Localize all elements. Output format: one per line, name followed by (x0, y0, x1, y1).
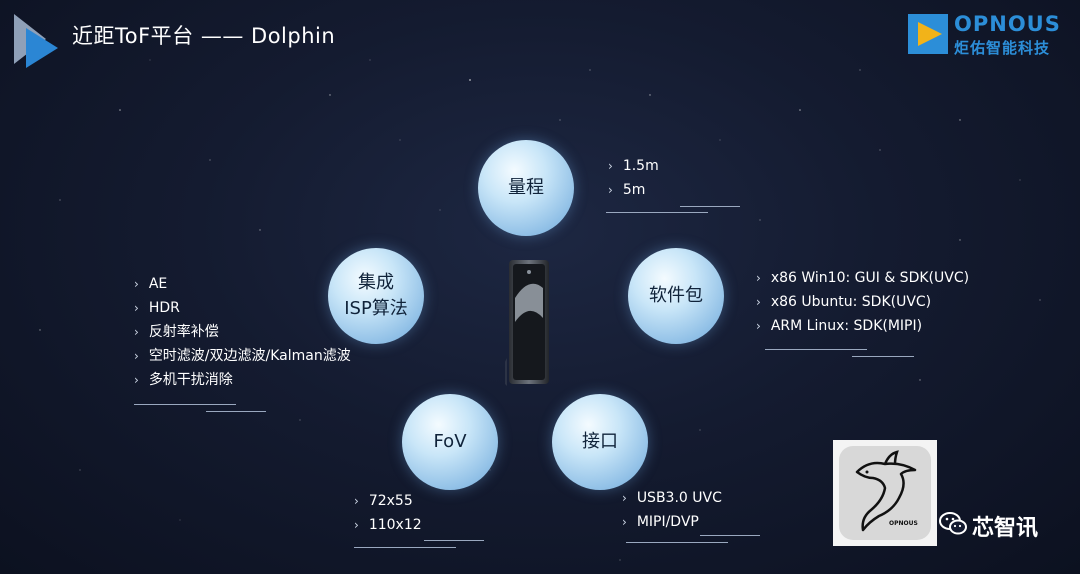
wechat-icon (939, 512, 967, 535)
watermark-text: 芯智讯 (972, 516, 1039, 541)
list-item: ›110x12 (354, 517, 422, 533)
list-item: ›x86 Win10: GUI & SDK(UVC) (756, 270, 970, 286)
dolphin-icon (855, 450, 917, 532)
divider-line (765, 349, 867, 350)
feature-bubble-software: 软件包 (628, 248, 724, 344)
chevron-right-icon: › (622, 491, 627, 505)
chevron-right-icon: › (608, 183, 613, 197)
play-triangle-logo-icon (14, 14, 58, 68)
chevron-right-icon: › (756, 295, 761, 309)
divider-line (700, 535, 760, 536)
divider-line (852, 356, 914, 357)
brand-name-cn: 炬佑智能科技 (954, 39, 1051, 57)
list-item: ›多机干扰消除 (134, 372, 233, 388)
page-title: 近距ToF平台 —— Dolphin (72, 24, 336, 48)
chevron-right-icon: › (354, 518, 359, 532)
chevron-right-icon: › (134, 349, 139, 363)
feature-label: 接口 (582, 431, 618, 452)
list-item: ›HDR (134, 300, 180, 316)
chevron-right-icon: › (134, 277, 139, 291)
feature-bubble-isp: 集成 ISP算法 (328, 248, 424, 344)
brand-logo: OPNOUS 炬佑智能科技 (908, 12, 1068, 57)
divider-line (626, 542, 728, 543)
feature-label: 量程 (508, 177, 544, 198)
list-item: ›空时滤波/双边滤波/Kalman滤波 (134, 348, 351, 364)
list-item: ›1.5m (608, 158, 659, 174)
list-item: ›72x55 (354, 493, 413, 509)
list-item: ›ARM Linux: SDK(MIPI) (756, 318, 923, 334)
brand-mark-icon (908, 14, 948, 54)
feature-label-line2: ISP算法 (344, 298, 408, 319)
divider-line (606, 212, 708, 213)
feature-bubble-interface: 接口 (552, 394, 648, 490)
list-item: ›x86 Ubuntu: SDK(UVC) (756, 294, 932, 310)
chevron-right-icon: › (354, 494, 359, 508)
feature-list-software: ›x86 Win10: GUI & SDK(UVC) ›x86 Ubuntu: … (756, 266, 969, 338)
list-item: ›USB3.0 UVC (622, 490, 722, 506)
list-item: ›AE (134, 276, 168, 292)
divider-line (424, 540, 484, 541)
chevron-right-icon: › (622, 515, 627, 529)
dolphin-logo-card: OPNOUS (833, 440, 937, 546)
feature-list-isp: ›AE ›HDR ›反射率补偿 ›空时滤波/双边滤波/Kalman滤波 ›多机干… (134, 272, 351, 392)
chevron-right-icon: › (134, 325, 139, 339)
list-item: ›反射率补偿 (134, 324, 219, 340)
divider-line (354, 547, 456, 548)
tof-device-image (505, 260, 549, 386)
feature-bubble-range: 量程 (478, 140, 574, 236)
feature-label: FoV (433, 431, 467, 452)
feature-list-fov: ›72x55 ›110x12 (354, 489, 422, 537)
divider-line (134, 404, 236, 405)
feature-list-interface: ›USB3.0 UVC ›MIPI/DVP (622, 486, 722, 534)
chevron-right-icon: › (608, 159, 613, 173)
chevron-right-icon: › (756, 319, 761, 333)
list-item: ›MIPI/DVP (622, 514, 699, 530)
chevron-right-icon: › (134, 301, 139, 315)
feature-list-range: ›1.5m ›5m (608, 154, 659, 202)
divider-line (680, 206, 740, 207)
list-item: ›5m (608, 182, 646, 198)
feature-label: 软件包 (649, 285, 703, 306)
feature-bubble-fov: FoV (402, 394, 498, 490)
card-logo-text: OPNOUS (889, 520, 918, 527)
feature-label-line1: 集成 (358, 272, 394, 293)
chevron-right-icon: › (756, 271, 761, 285)
chevron-right-icon: › (134, 373, 139, 387)
brand-name-en: OPNOUS (954, 12, 1061, 36)
divider-line (206, 411, 266, 412)
